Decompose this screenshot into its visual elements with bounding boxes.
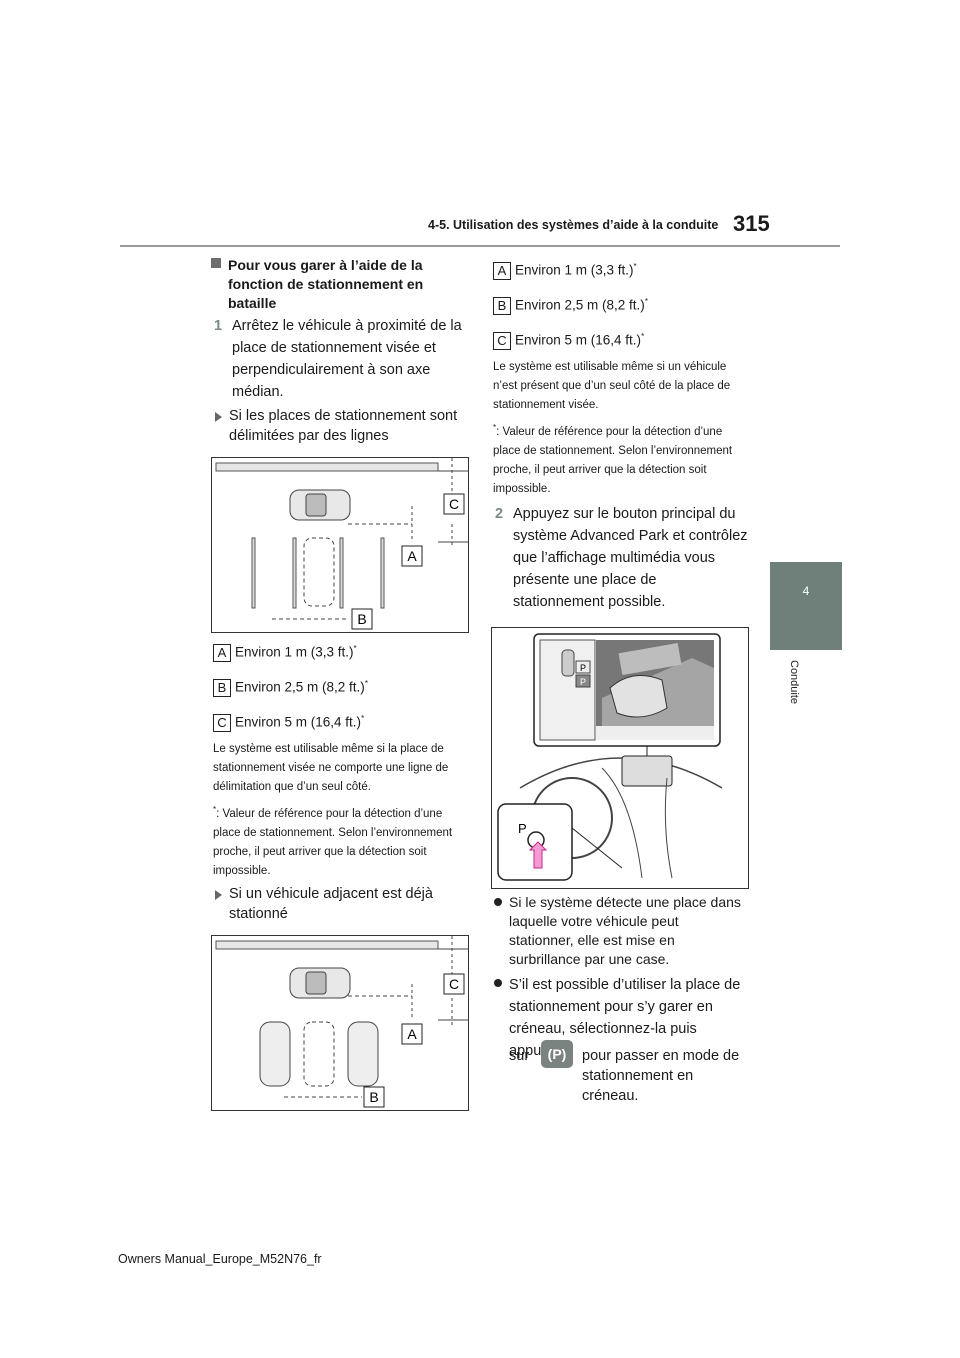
arrow-right-icon [215, 890, 222, 900]
parking-button-icon: P [518, 821, 527, 836]
footnote-2: *: Valeur de référence pour la détection… [493, 423, 733, 495]
display-parking-icon: P [580, 663, 586, 673]
chapter-label: Conduite [782, 660, 806, 720]
header-divider [120, 245, 840, 247]
bullet-parallel: S’il est possible d’utiliser la place de… [494, 974, 744, 1062]
diagram-letter-b: B [369, 1089, 378, 1105]
label-key: B [213, 679, 231, 697]
arrow-right-icon [215, 412, 222, 422]
step-2-text: Appuyez sur le bouton principal du systè… [513, 506, 748, 610]
label-key: C [213, 714, 231, 732]
diagram-marked-spaces: C A B [211, 457, 469, 633]
display-parking-icon: P [580, 677, 586, 687]
label-key: A [213, 644, 231, 662]
parallel-park-button[interactable]: (P) [541, 1040, 573, 1068]
step-number: 2 [495, 506, 504, 522]
diagram-letter-c: C [449, 976, 459, 992]
diagram-letter-a: A [407, 548, 417, 564]
condition-vehicle: Si un véhicule adjacent est déjà station… [215, 884, 464, 924]
footer-text: Owners Manual_Europe_M52N76_fr [118, 1252, 322, 1266]
bullet-parallel-sur: sur [509, 1048, 530, 1064]
dashboard-illustration: P P P [491, 627, 749, 889]
step-1: 1 Arrêtez le véhicule à proximité de la … [214, 315, 467, 403]
bullet-detect: Si le système détecte une place dans laq… [494, 893, 741, 969]
section-heading: Pour vous garer à l’aide de la fonction … [211, 256, 463, 313]
diagram-letter-a: A [407, 1026, 417, 1042]
section-title: 4-5. Utilisation des systèmes d’aide à l… [428, 218, 719, 232]
step-number: 1 [214, 318, 223, 334]
diagram-parked-vehicle: C A B [211, 935, 469, 1111]
step-1-text: Arrêtez le véhicule à proximité de la pl… [232, 318, 462, 400]
chapter-tab[interactable]: 4 [770, 562, 842, 650]
note-2: Le système est utilisable même si un véh… [493, 361, 731, 411]
label-key: B [493, 297, 511, 315]
bullet-parallel-end: pour passer en mode de stationnement en … [582, 1048, 740, 1104]
diagram-letter-c: C [449, 496, 459, 512]
diagram-letter-b: B [357, 611, 366, 627]
footnote-1: *: Valeur de référence pour la détection… [213, 805, 453, 877]
chapter-name: Conduite [788, 660, 800, 705]
heading-square-icon [211, 258, 221, 268]
note-1: Le système est utilisable même si la pla… [213, 743, 449, 793]
label-key: C [493, 332, 511, 350]
step-2: 2 Appuyez sur le bouton principal du sys… [495, 503, 748, 613]
bullet-icon [494, 979, 502, 987]
bullet-icon [494, 898, 502, 906]
condition-lines: Si les places de stationnement sont déli… [215, 406, 464, 446]
label-key: A [493, 262, 511, 280]
chapter-number: 4 [802, 584, 810, 598]
page-number: 315 [733, 211, 770, 236]
